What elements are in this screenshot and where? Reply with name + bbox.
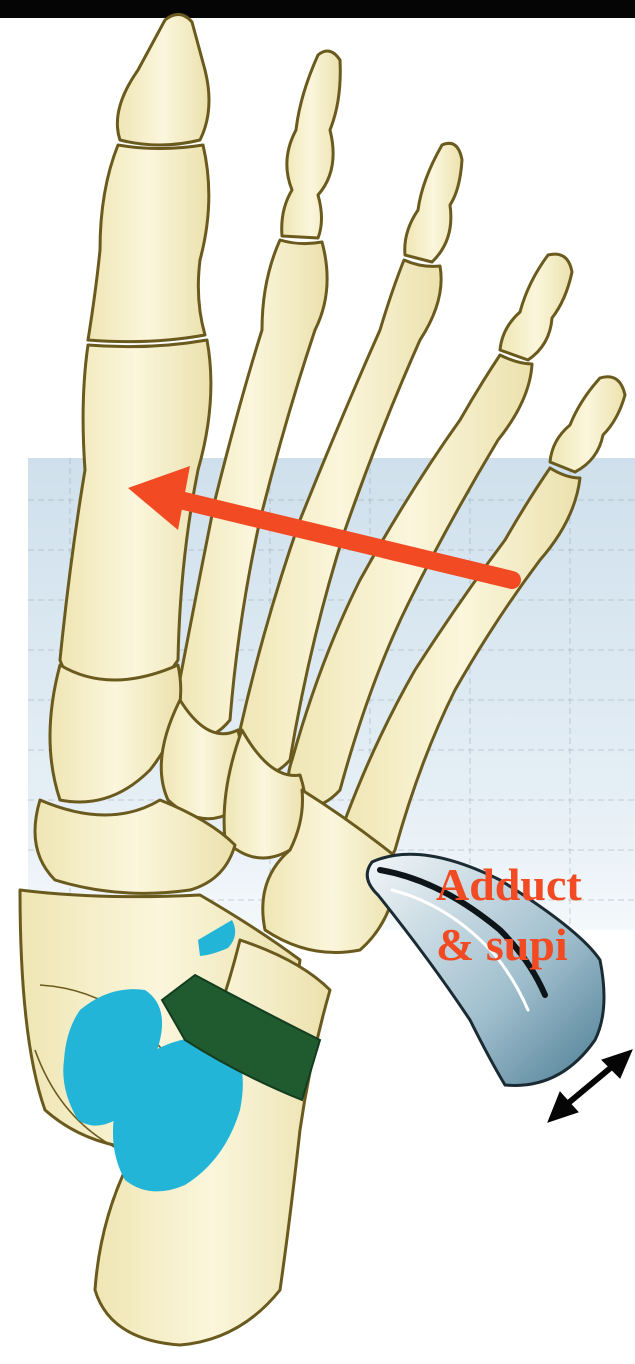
fourth-toe-phalanges [500, 254, 572, 360]
hallux-distal-phalanx [117, 14, 209, 145]
label-adduction: Adduct [436, 862, 582, 908]
third-toe-phalanges [405, 143, 462, 262]
hallux-proximal-phalanx [88, 145, 209, 342]
label-supination: & supi [436, 922, 568, 968]
fifth-toe-phalanges [550, 377, 625, 472]
second-toe-phalanges [282, 51, 341, 238]
